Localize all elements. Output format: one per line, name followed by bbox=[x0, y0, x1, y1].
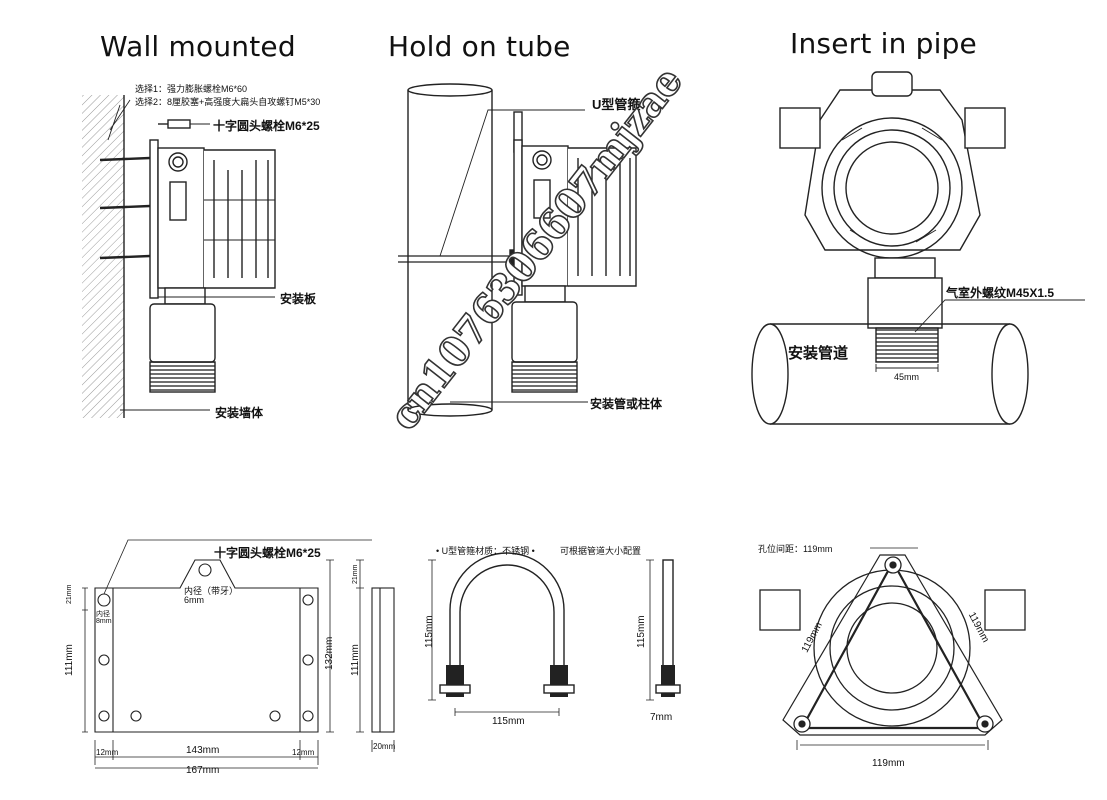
plate-dim-143: 143mm bbox=[186, 745, 220, 756]
hole-spacing-drawing bbox=[759, 547, 1026, 750]
ubolt-material-label: • U型管箍材质：不锈钢 • bbox=[436, 546, 535, 556]
ubolt-dimension-drawing bbox=[428, 552, 681, 716]
title-hold-on-tube: Hold on tube bbox=[388, 30, 571, 63]
wall-screw-label: 十字圆头螺栓M6*25 bbox=[213, 119, 320, 133]
title-insert-in-pipe: Insert in pipe bbox=[790, 27, 977, 60]
hole-spacing-label: 孔位间距：119mm bbox=[758, 544, 833, 554]
plate-screw-label: 十字圆头螺栓M6*25 bbox=[214, 546, 321, 560]
plate-dim-21b: 21mm bbox=[352, 564, 359, 584]
pipe-label: 安装管道 bbox=[788, 345, 849, 362]
tube-clamp-label: U型管箍 bbox=[592, 97, 641, 112]
plate-dim-20: 20mm bbox=[373, 742, 396, 751]
ubolt-note-label: 可根据管道大小配置 bbox=[560, 546, 642, 556]
pipe-thread-label: 气室外螺纹M45X1.5 bbox=[946, 286, 1055, 300]
wall-mount-drawing bbox=[82, 95, 276, 418]
ubolt-dim-height: 115mm bbox=[424, 615, 435, 648]
plate-inner-top-value: 6mm bbox=[184, 595, 204, 605]
plate-dimension-drawing bbox=[82, 539, 395, 769]
plate-inner-left-label: 内径 bbox=[96, 611, 110, 618]
wall-label: 安装墙体 bbox=[215, 406, 264, 420]
plate-dim-111a: 111mm bbox=[64, 644, 75, 676]
pipe-mount-drawing bbox=[751, 71, 1085, 425]
plate-inner-left-value: 8mm bbox=[96, 618, 112, 625]
tube-pole-label: 安装管或柱体 bbox=[590, 397, 663, 411]
bolt-dim-diameter: 7mm bbox=[650, 712, 673, 723]
plate-dim-12b: 12mm bbox=[292, 748, 315, 757]
plate-dim-12a: 12mm bbox=[96, 748, 119, 757]
wall-plate-label: 安装板 bbox=[280, 292, 317, 306]
tube-mount-drawing bbox=[398, 83, 637, 417]
plate-dim-167: 167mm bbox=[186, 765, 220, 776]
wall-option2-label: 选择2：8厘胶塞+高强度大扁头自攻螺钉M5*30 bbox=[135, 97, 321, 107]
title-wall-mounted: Wall mounted bbox=[100, 30, 296, 63]
wall-option1-label: 选择1：强力膨胀螺栓M6*60 bbox=[135, 84, 248, 94]
bolt-dim-height: 115mm bbox=[636, 615, 647, 648]
hole-dim-bottom: 119mm bbox=[872, 758, 905, 769]
ubolt-dim-width: 115mm bbox=[492, 716, 525, 727]
plate-dim-132: 132mm bbox=[324, 636, 335, 670]
plate-inner-top-label: 内径（带牙） bbox=[184, 586, 239, 596]
plate-dim-21a: 21mm bbox=[66, 584, 73, 604]
plate-dim-111b: 111mm bbox=[350, 644, 361, 676]
pipe-diameter-label: 45mm bbox=[894, 372, 920, 382]
